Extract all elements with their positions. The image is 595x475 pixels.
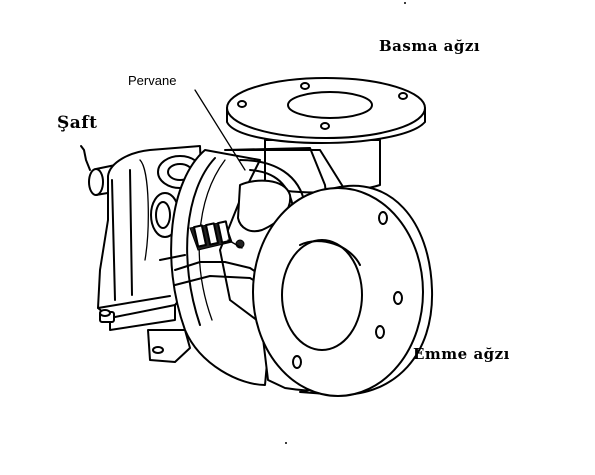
discharge-label: Basma ağzı [379,37,481,55]
shaft-label: Şaft [57,113,98,133]
suction-label: Emme ağzı [413,345,510,363]
suction-flange [252,184,434,397]
impeller-nut [189,220,245,251]
casing-back-plate [170,149,271,386]
bearing-frame [97,145,206,363]
pervane-leader-line [194,89,246,171]
impeller-label: Pervane [128,73,177,88]
